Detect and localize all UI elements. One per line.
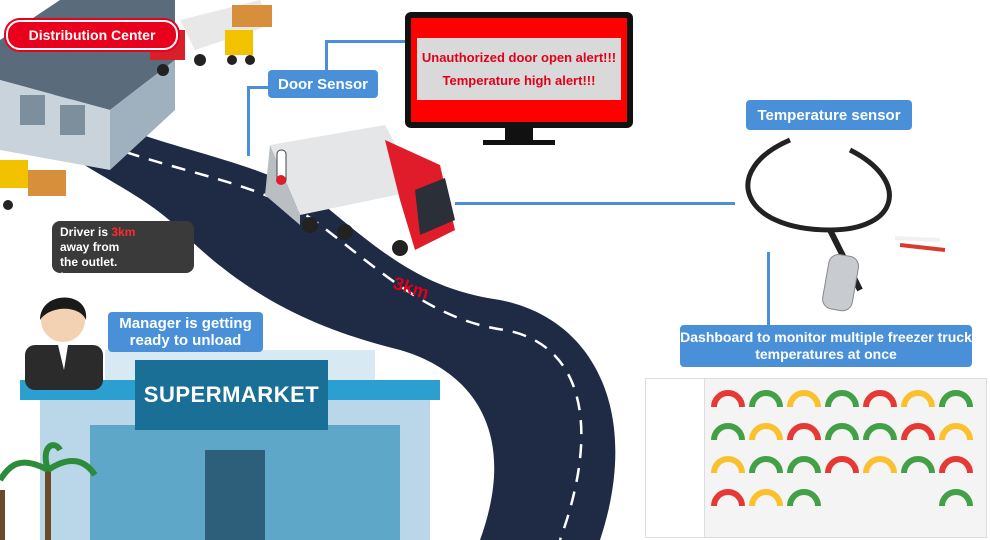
speech-prefix: Driver is [60,225,112,239]
door-alert-text: Unauthorized door open alert!!! [421,50,617,65]
distribution-center-badge: Distribution Center [6,20,178,50]
manager-label: Manager is getting ready to unload [108,312,263,352]
temperature-alert-text: Temperature high alert!!! [442,73,596,88]
connector-truck-sensor [455,202,735,205]
alert-monitor: Unauthorized door open alert!!! Temperat… [405,12,633,128]
connector-monitor [325,40,328,82]
speech-suffix: away from the outlet. ! [60,240,120,284]
dashboard-sidebar [646,379,705,537]
connector-sensor-dashboard [767,252,770,327]
dashboard-label: Dashboard to monitor multiple freezer tr… [680,325,972,367]
manager-avatar [25,297,103,390]
monitor-screen: Unauthorized door open alert!!! Temperat… [411,18,627,122]
connector-monitor-h [325,40,407,43]
temperature-probe [745,137,946,312]
monitor-stand [505,128,533,140]
freezer-truck [265,125,455,256]
palm-tree [0,442,98,540]
driver-speech-bubble: Driver is 3km away from the outlet. ! [52,221,194,284]
forklift-top [225,5,272,65]
door-sensor-label: Door Sensor [268,70,378,98]
connector-door-sensor [247,86,250,156]
road [20,90,616,540]
connector-door-sensor-h [247,86,269,89]
monitor-alert-panel: Unauthorized door open alert!!! Temperat… [417,38,621,100]
temperature-sensor-label: Temperature sensor [746,100,912,130]
dashboard-gauges [711,390,973,507]
dashboard-screenshot [645,378,987,538]
supermarket-sign: SUPERMARKET [135,360,328,430]
monitor-base [483,140,555,145]
speech-distance: 3km [111,225,136,239]
forklift-left [0,160,66,210]
road-center-line [39,108,583,540]
